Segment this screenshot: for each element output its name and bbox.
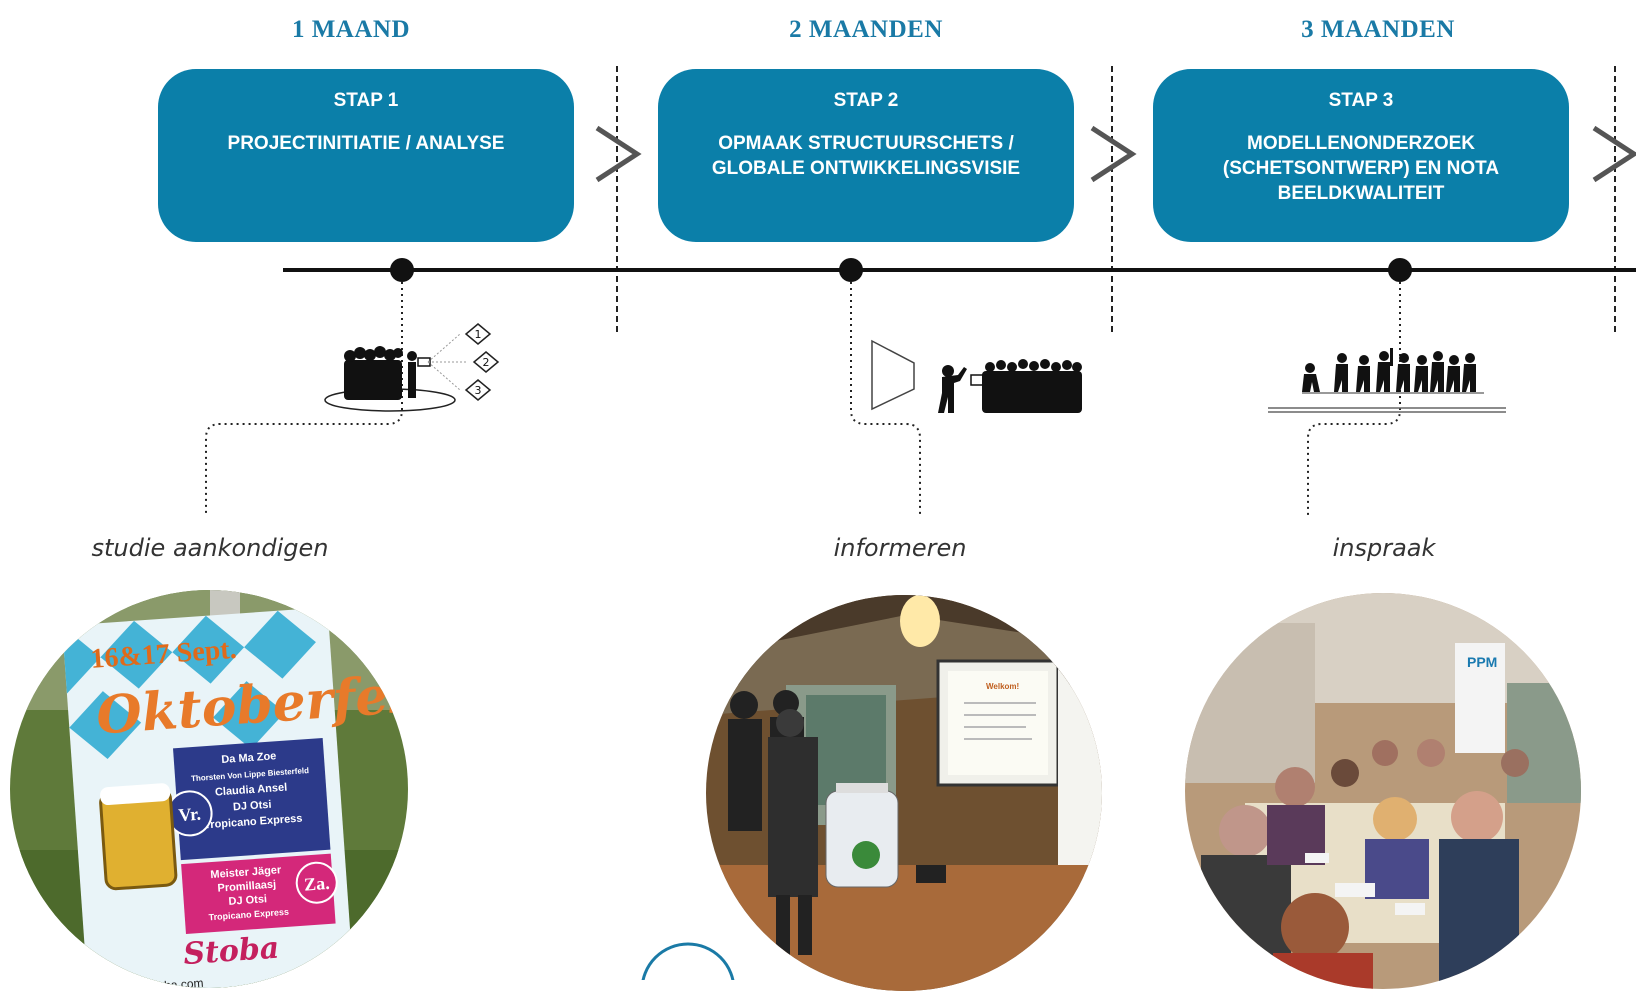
poster-lineup-3: Claudia Ansel [215,782,288,799]
diagram-number-2: 2 [483,356,490,369]
timeline-axis [283,268,1636,272]
screen-title: Welkom! [986,682,1019,691]
period-label-1: 1 MAAND [291,16,411,43]
chevron-right-icon [1592,125,1636,183]
poster-lineup-8: DJ Otsi [228,893,267,908]
caption-informeren: informeren [833,534,967,562]
step-number: STAP 3 [1328,90,1394,111]
step-number: STAP 2 [833,90,899,111]
step-box-1: STAP 1 PROJECTINITIATIE / ANALYSE [158,69,574,242]
photo-information-evening: Welkom! [706,595,1102,991]
participants-group-icon [1268,348,1506,413]
caption-studie-aankondigen: studie aankondigen [91,534,329,562]
step-number: STAP 1 [333,90,399,111]
diagram-number-3: 3 [475,384,482,397]
step-title: MODELLENONDERZOEK (SCHETSONTWERP) EN NOT… [1222,133,1500,204]
step-box-3: STAP 3 MODELLENONDERZOEK (SCHETSONTWERP)… [1153,69,1569,242]
period-separator-3 [1614,66,1616,332]
projector-screen-icon [871,339,1082,413]
timeline-node-1 [390,258,414,282]
step-box-2: STAP 2 OPMAAK STRUCTUURSCHETS / GLOBALE … [658,69,1074,242]
diagram-number-1: 1 [475,328,482,341]
poster-lineup-4: DJ Otsi [233,799,272,814]
poster-day-2: Za. [303,873,330,895]
timeline-node-3 [1388,258,1412,282]
chevron-right-icon [1090,125,1137,183]
poster-day-1: Vr. [178,804,202,826]
photo-poster: 16&17 Sept. Oktoberfest Da Ma Zoe Thorst… [10,590,408,988]
period-separator-2 [1111,66,1113,332]
timeline-node-2 [839,258,863,282]
banner-text: PPM [1467,654,1497,670]
step-title: PROJECTINITIATIE / ANALYSE [227,133,505,154]
photo-workshop: PPM [1185,593,1581,989]
speaker-icon [938,365,967,413]
poster-brand: Stoba [182,931,280,973]
poster-lineup-1: Da Ma Zoe [221,750,277,766]
period-separator-1 [616,66,618,332]
period-label-2: 2 MAANDEN [789,16,943,43]
caption-inspraak: inspraak [1332,534,1436,562]
poster-lineup-6: Meister Jäger [210,864,282,881]
chevron-right-icon [595,125,642,183]
audience-crowd-icon [982,359,1082,413]
period-label-3: 3 MAANDEN [1301,16,1455,43]
poster-lineup-7: Promillaasj [217,879,276,895]
step-title: OPMAAK STRUCTUURSCHETS / GLOBALE ONTWIKK… [711,133,1021,179]
audience-group-icon: 1 2 3 [324,323,500,412]
